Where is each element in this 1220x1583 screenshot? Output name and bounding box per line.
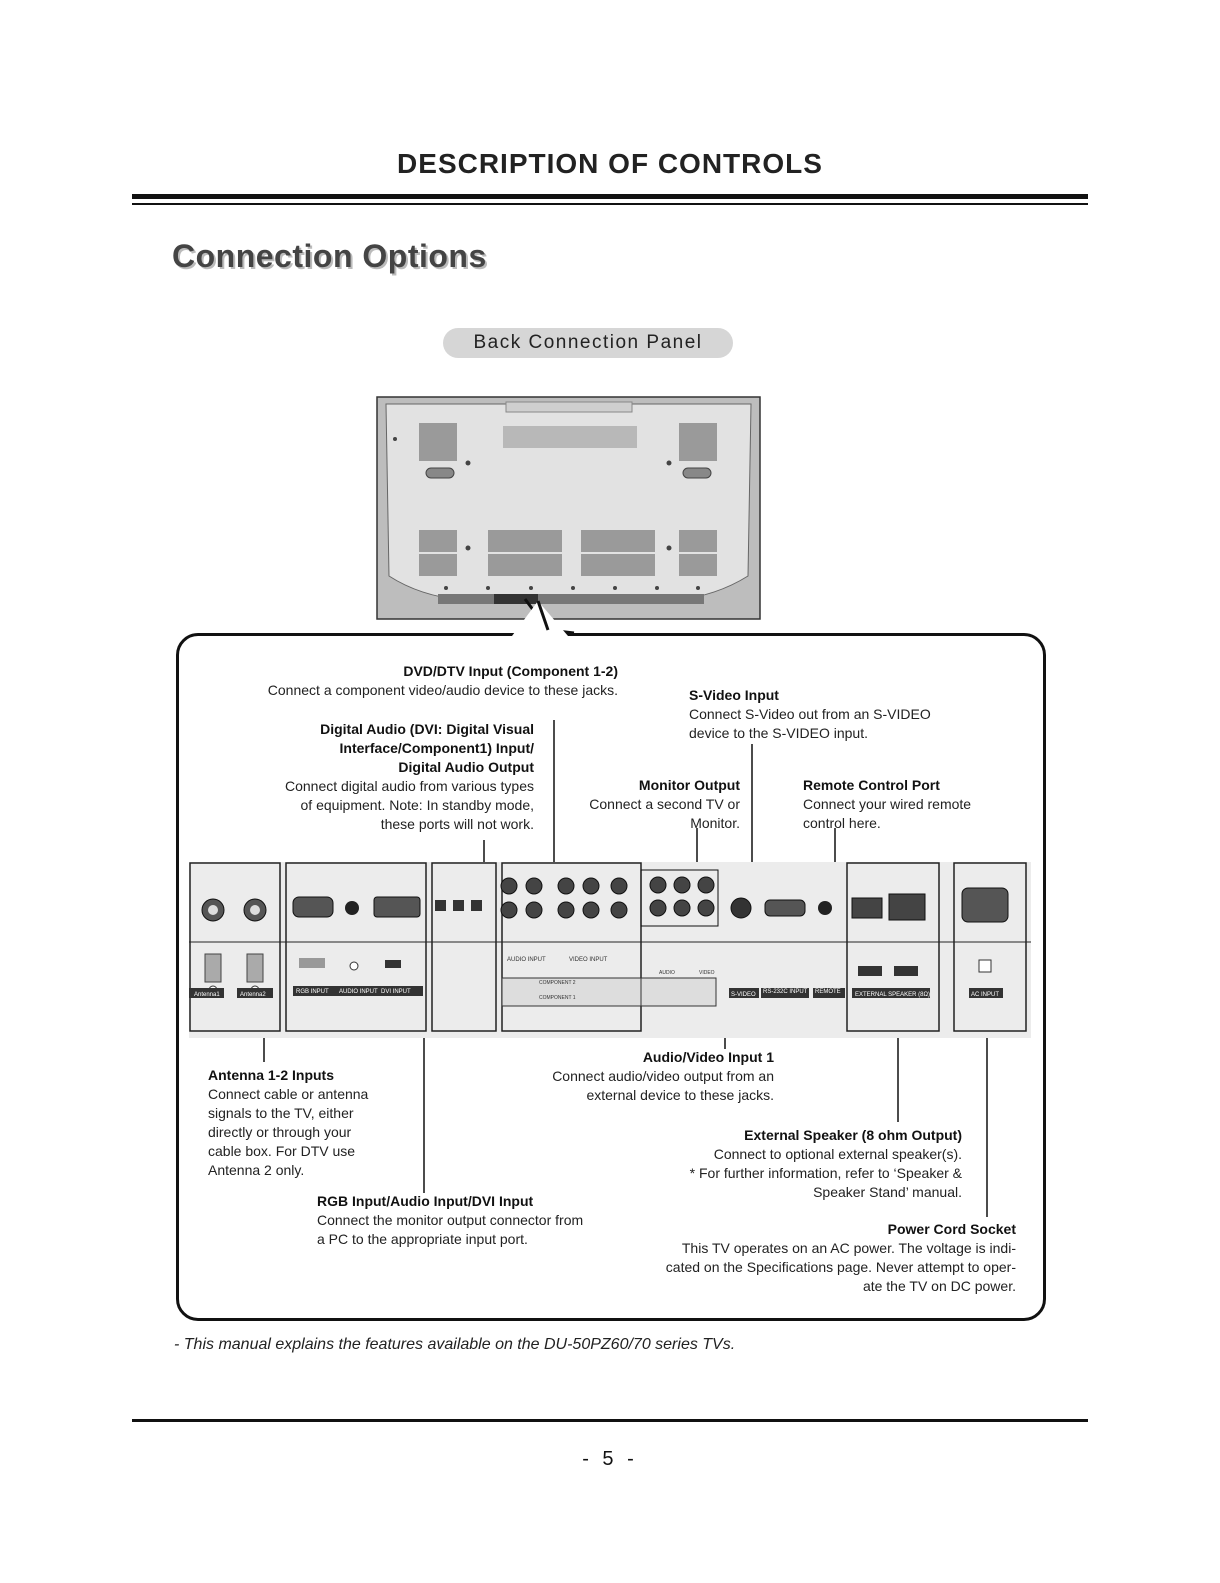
svg-text:AUDIO INPUT: AUDIO INPUT	[507, 957, 546, 963]
svg-text:AUDIO: AUDIO	[659, 970, 675, 976]
svg-text:COMPONENT 1: COMPONENT 1	[539, 995, 576, 1001]
callout-rgb: RGB Input/Audio Input/DVI Input Connect …	[317, 1193, 584, 1247]
footnote: - This manual explains the features avai…	[174, 1336, 736, 1353]
svg-text:Antenna2: Antenna2	[240, 992, 266, 998]
svg-text:DVI INPUT: DVI INPUT	[381, 989, 411, 995]
footer-rule	[132, 1419, 1088, 1422]
callout-component: DVD/DTV Input (Component 1-2) Connect a …	[267, 663, 618, 698]
svg-text:RS-232C INPUT: RS-232C INPUT	[763, 989, 808, 995]
header-rule-thick	[132, 194, 1088, 199]
svg-text:RGB INPUT: RGB INPUT	[296, 989, 329, 995]
rgb-dvi-ports	[292, 896, 421, 971]
digital-audio-ports	[435, 900, 482, 911]
callout-av1: Audio/Video Input 1 Connect audio/video …	[552, 1049, 774, 1103]
header-rule-thin	[132, 203, 1088, 205]
svg-text:REMOTE: REMOTE	[815, 989, 841, 995]
callout-power: Power Cord Socket This TV operates on an…	[665, 1221, 1016, 1294]
speaker-terminals	[851, 893, 926, 976]
svg-text:AUDIO INPUT: AUDIO INPUT	[339, 989, 378, 995]
callout-box	[176, 633, 1046, 1321]
svg-text:VIDEO: VIDEO	[699, 970, 715, 976]
svg-text:S-VIDEO: S-VIDEO	[731, 992, 756, 998]
section-title: Connection Options	[172, 238, 487, 274]
rs232c-port	[764, 899, 806, 917]
page-number: - 5 -	[582, 1448, 638, 1470]
ac-socket	[961, 887, 1009, 973]
tv-back-illustration	[376, 396, 761, 620]
svg-text:VIDEO INPUT: VIDEO INPUT	[569, 957, 608, 963]
callout-antenna: Antenna 1-2 Inputs Connect cable or ante…	[208, 1067, 369, 1178]
back-panel-detail: Antenna1 Antenna2 RGB INPUT AUDIO INPUT …	[189, 862, 1031, 1038]
svg-text:Antenna1: Antenna1	[194, 992, 220, 998]
callout-speaker: External Speaker (8 ohm Output) Connect …	[689, 1127, 962, 1200]
monitor-av-jacks	[640, 869, 719, 927]
remote-jack	[818, 901, 832, 915]
callout-remote: Remote Control Port Connect your wired r…	[803, 777, 972, 831]
panel-label-pill: Back Connection Panel	[443, 328, 733, 358]
callout-svideo: S-Video Input Connect S-Video out from a…	[689, 687, 931, 741]
antenna-jacks	[201, 898, 267, 995]
page-header-title: DESCRIPTION OF CONTROLS	[397, 148, 823, 179]
svg-text:AC INPUT: AC INPUT	[971, 992, 999, 998]
svg-text:EXTERNAL SPEAKER (8Ω): EXTERNAL SPEAKER (8Ω)	[855, 992, 930, 998]
svideo-jack	[730, 897, 752, 919]
svg-text:COMPONENT 2: COMPONENT 2	[539, 980, 576, 986]
component-jacks	[500, 877, 628, 919]
callout-monitor: Monitor Output Connect a second TV or Mo…	[589, 777, 740, 831]
callout-digital-audio: Digital Audio (DVI: Digital Visual Inter…	[284, 721, 534, 832]
